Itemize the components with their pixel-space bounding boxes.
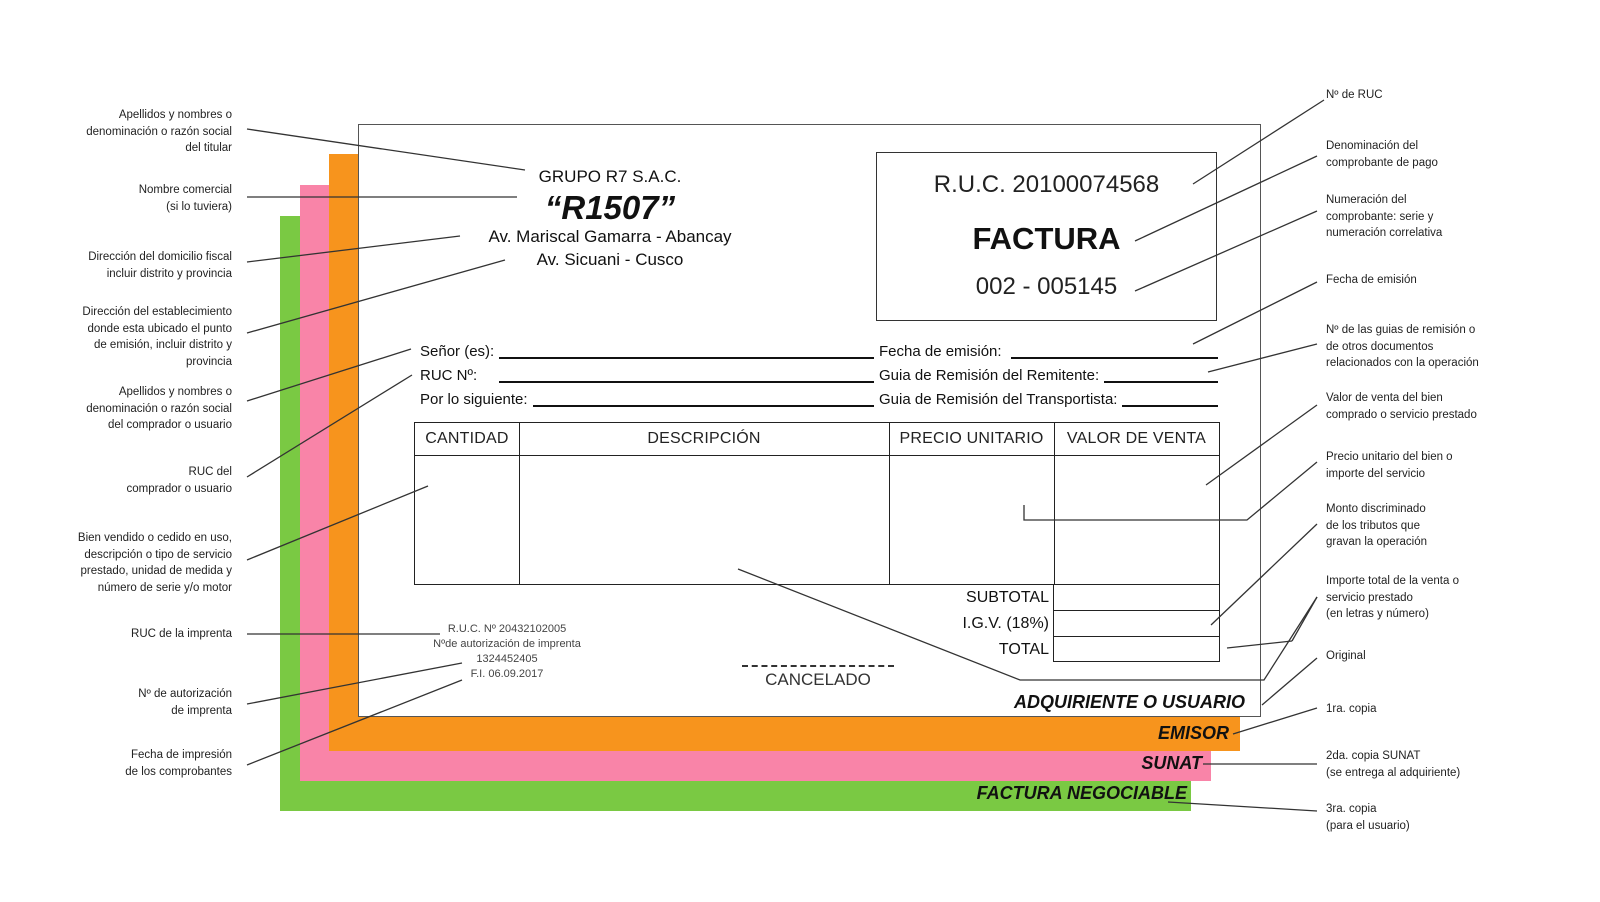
printer-auth-number: 1324452405 — [476, 653, 538, 665]
col-head-descripcion: DESCRIPCIÓN — [647, 430, 761, 447]
annotation-establecimiento: Dirección del establecimiento donde esta… — [82, 306, 232, 368]
guia-transportista-line — [1122, 405, 1218, 407]
trade-name: “R1507” — [544, 189, 676, 226]
printer-ruc: R.U.C. Nº 20432102005 — [447, 623, 567, 635]
ruc-box: R.U.C. 20100074568 FACTURA 002 - 005145 — [876, 152, 1217, 321]
copy-label-original: ADQUIRIENTE O USUARIO — [1013, 692, 1245, 712]
ruc-comprador-line — [499, 381, 874, 383]
annotation-domicilio-fiscal: Dirección del domicilio fiscal incluir d… — [88, 251, 232, 280]
col-head-valor-venta: VALOR DE VENTA — [1066, 430, 1207, 447]
invoice-original: GRUPO R7 S.A.C. “R1507” Av. Mariscal Gam… — [358, 124, 1261, 717]
ruc-number: R.U.C. 20100074568 — [933, 171, 1160, 198]
annotation-original: Original — [1326, 650, 1366, 662]
address-fiscal: Av. Mariscal Gamarra - Abancay — [488, 227, 732, 246]
copy-label-factura-negociable: FACTURA NEGOCIABLE — [976, 783, 1187, 803]
por-lo-siguiente-line — [533, 405, 874, 407]
annotation-3ra-copia: 3ra. copia (para el usuario) — [1326, 803, 1410, 832]
annotation-tributos: Monto discriminado de los tributos que g… — [1326, 503, 1428, 548]
subtotal-label: SUBTOTAL — [966, 589, 1049, 606]
document-type: FACTURA — [972, 221, 1121, 256]
por-lo-siguiente-label: Por lo siguiente: — [420, 391, 528, 408]
table-col-divider — [519, 423, 520, 584]
total-label: TOTAL — [998, 641, 1049, 658]
annotation-ruc-imprenta: RUC de la imprenta — [131, 628, 232, 640]
printer-auth-label: Nºde autorización de imprenta — [433, 638, 581, 650]
leader-total-a — [1291, 596, 1318, 642]
annotation-total: Importe total de la venta o servicio pre… — [1326, 575, 1459, 620]
annotation-numeracion: Numeración del comprobante: serie y nume… — [1326, 194, 1443, 239]
annotation-fecha-emision: Fecha de emisión — [1326, 274, 1417, 286]
guia-transportista-label: Guia de Remisión del Transportista: — [879, 391, 1118, 408]
cancelado-line — [742, 665, 894, 667]
annotation-ruc-comprador: RUC del comprador o usuario — [126, 466, 232, 495]
totals-divider — [1054, 636, 1219, 637]
annotation-nombre-comercial: Nombre comercial (si lo tuviera) — [138, 184, 232, 213]
igv-label: I.G.V. (18%) — [962, 615, 1049, 632]
col-head-precio-unitario: PRECIO UNITARIO — [899, 430, 1044, 447]
totals-divider — [1054, 610, 1219, 611]
annotation-num-ruc: Nº de RUC — [1326, 89, 1383, 101]
table-col-divider — [1054, 423, 1055, 584]
annotation-2da-copia: 2da. copia SUNAT (se entrega al adquirie… — [1326, 750, 1461, 779]
table-header-divider — [415, 455, 1219, 456]
senor-label: Señor (es): — [420, 343, 495, 360]
leader-original — [1261, 657, 1318, 706]
col-head-cantidad: CANTIDAD — [425, 430, 509, 447]
table-col-divider — [889, 423, 890, 584]
totals-box — [1053, 585, 1220, 662]
guia-remitente-line — [1104, 381, 1218, 383]
fecha-emision-label: Fecha de emisión: — [879, 343, 1002, 360]
annotation-fecha-impresion: Fecha de impresión de los comprobantes — [125, 749, 232, 778]
annotation-comprador: Apellidos y nombres o denominación o raz… — [86, 386, 232, 431]
annotation-titular: Apellidos y nombres o denominación o raz… — [86, 109, 232, 154]
printer-print-date: F.I. 06.09.2017 — [470, 668, 544, 680]
annotation-valor-venta: Valor de venta del bien comprado o servi… — [1326, 392, 1477, 421]
items-table: CANTIDAD DESCRIPCIÓN PRECIO UNITARIO VAL… — [414, 422, 1220, 585]
senor-line — [499, 357, 874, 359]
company-name: GRUPO R7 S.A.C. — [538, 167, 682, 186]
fecha-emision-line — [1011, 357, 1218, 359]
address-branch: Av. Sicuani - Cusco — [536, 250, 684, 269]
annotation-guias: Nº de las guias de remisión o de otros d… — [1326, 324, 1479, 369]
ruc-comprador-label: RUC Nº: — [420, 367, 478, 384]
annotation-precio-unitario: Precio unitario del bien o importe del s… — [1326, 451, 1453, 480]
annotation-1ra-copia: 1ra. copia — [1326, 703, 1377, 715]
document-number: 002 - 005145 — [975, 273, 1118, 300]
guia-remitente-label: Guia de Remisión del Remitente: — [879, 367, 1100, 384]
annotation-denominacion: Denominación del comprobante de pago — [1326, 140, 1438, 169]
annotation-auth-imprenta: Nº de autorización de imprenta — [138, 688, 232, 717]
copy-label-sunat: SUNAT — [1141, 753, 1202, 773]
cancelado-label: CANCELADO — [765, 670, 871, 689]
annotation-bien-vendido: Bien vendido o cedido en uso, descripció… — [77, 532, 232, 594]
copy-label-emisor: EMISOR — [1157, 723, 1229, 743]
